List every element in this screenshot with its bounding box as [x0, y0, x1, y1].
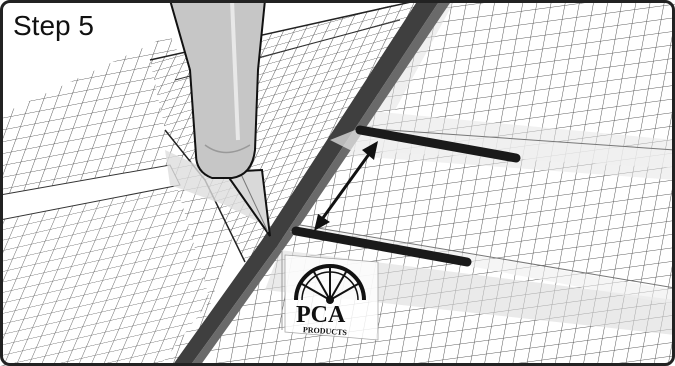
- step-caption: Step 5: [13, 10, 94, 42]
- logo-letters: PCA: [296, 302, 346, 328]
- pca-logo-icon: PCA PRODUCTS: [285, 255, 378, 340]
